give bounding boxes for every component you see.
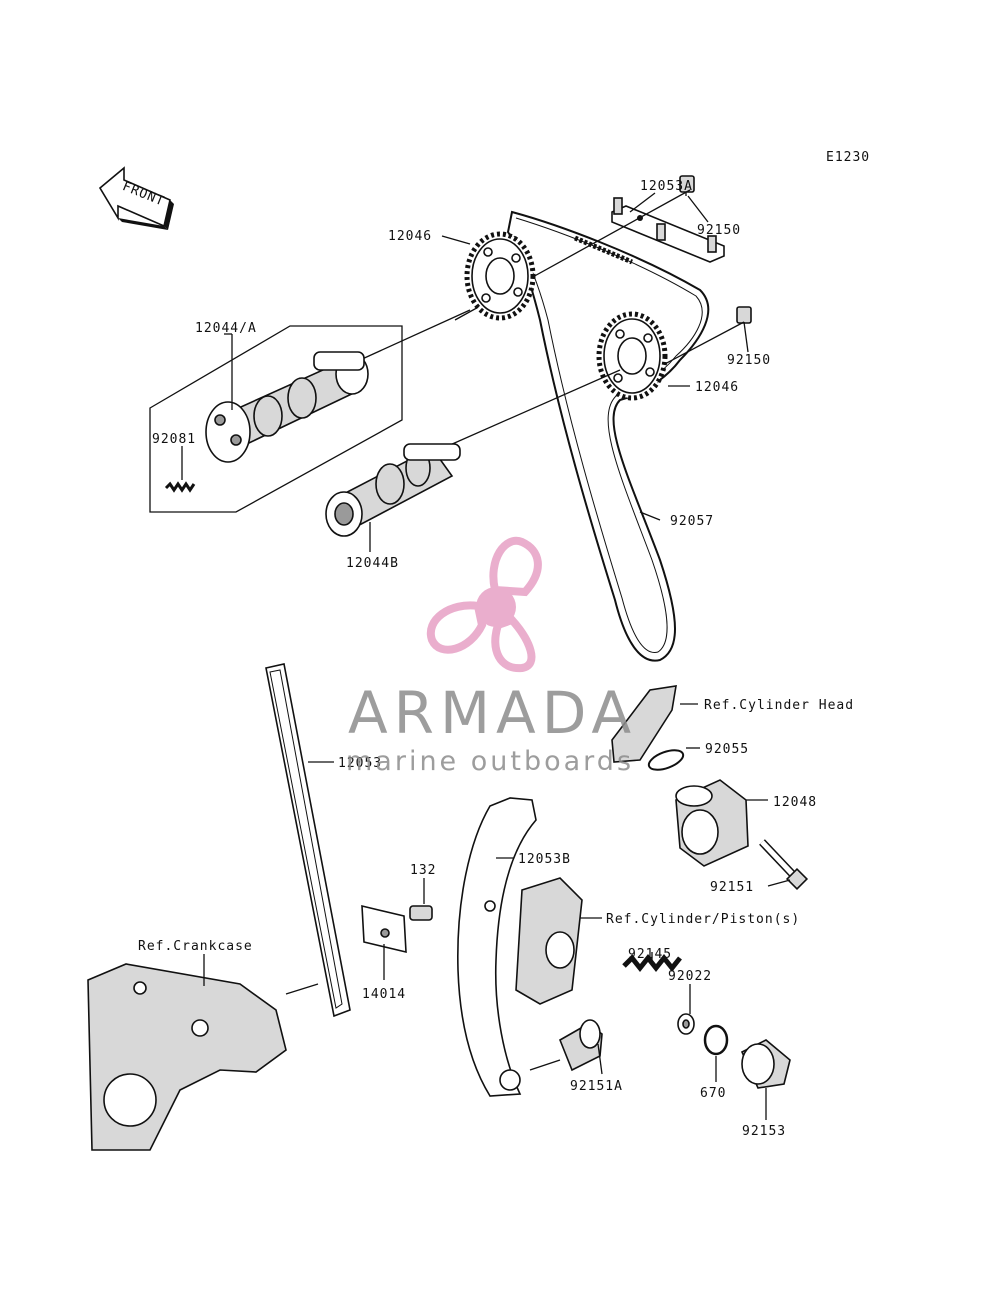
part-label-12046-top: 12046 bbox=[388, 229, 432, 244]
watermark-brand: ARMADA bbox=[348, 679, 637, 747]
bolt-132 bbox=[409, 905, 433, 921]
armada-logo-icon bbox=[426, 536, 542, 673]
part-label-670: 670 bbox=[700, 1086, 726, 1101]
camshaft-axis-line-b bbox=[449, 369, 621, 446]
tensioner-shoe-12053B bbox=[457, 797, 537, 1097]
camshaft-12044A bbox=[205, 351, 369, 463]
guide-plate-14014 bbox=[361, 904, 407, 954]
bolt-92150-mid bbox=[736, 306, 752, 324]
spring-92081 bbox=[164, 481, 196, 493]
part-label-92081: 92081 bbox=[152, 432, 196, 447]
spring-92145 bbox=[622, 953, 682, 973]
part-label-92022: 92022 bbox=[668, 969, 712, 984]
leader-lines bbox=[181, 192, 791, 1120]
pivot-bolt-92151A bbox=[558, 1019, 603, 1072]
o-ring-670 bbox=[703, 1024, 729, 1056]
part-label-92153: 92153 bbox=[742, 1124, 786, 1139]
chain-guide-12053 bbox=[265, 663, 351, 1018]
front-arrow-icon: FRONT bbox=[98, 166, 174, 230]
pivot-axis-line bbox=[529, 1059, 561, 1071]
plug-bolt-92153 bbox=[740, 1039, 791, 1089]
part-label-132: 132 bbox=[410, 863, 436, 878]
part-label-12046-lower: 12046 bbox=[695, 380, 739, 395]
cam-sprocket-12046-lower bbox=[596, 311, 668, 401]
washer-92022 bbox=[677, 1013, 695, 1035]
part-label-12053B: 12053B bbox=[518, 852, 571, 867]
part-label-12044A: 12044/A bbox=[195, 321, 257, 336]
camshaft-12044B bbox=[325, 443, 461, 537]
watermark-tagline: marine outboards bbox=[346, 746, 634, 777]
part-label-12053: 12053 bbox=[338, 756, 382, 771]
part-label-92145: 92145 bbox=[628, 947, 672, 962]
part-label-92151: 92151 bbox=[710, 880, 754, 895]
part-label-ref-cylinder-head: Ref.Cylinder Head bbox=[704, 698, 854, 713]
tensioner-assembly-12048 bbox=[675, 779, 749, 867]
part-label-92150-mid: 92150 bbox=[727, 353, 771, 368]
part-label-92055: 92055 bbox=[705, 742, 749, 757]
part-label-12044B: 12044B bbox=[346, 556, 399, 571]
part-label-92150-top: 92150 bbox=[697, 223, 741, 238]
o-ring-92055 bbox=[647, 749, 685, 771]
part-label-14014: 14014 bbox=[362, 987, 406, 1002]
part-label-92057: 92057 bbox=[670, 514, 714, 529]
crankcase-reference bbox=[87, 963, 287, 1151]
diagram-code: E1230 bbox=[826, 150, 870, 165]
part-label-92151A: 92151A bbox=[570, 1079, 623, 1094]
cam-chain-92057 bbox=[506, 210, 710, 662]
part-label-ref-crankcase: Ref.Crankcase bbox=[138, 939, 253, 954]
camshaft-group-frame bbox=[149, 325, 403, 513]
cam-sprocket-12046-top bbox=[464, 231, 536, 321]
part-label-12053A: 12053A bbox=[640, 179, 693, 194]
part-label-12048: 12048 bbox=[773, 795, 817, 810]
camshaft-axis-line-a bbox=[359, 309, 471, 361]
chain-guide-plate-12053A bbox=[611, 197, 725, 263]
part-label-ref-cylinder-piston: Ref.Cylinder/Piston(s) bbox=[606, 912, 800, 927]
bolt-92151 bbox=[759, 839, 809, 891]
cylinder-head-reference-bracket bbox=[611, 685, 677, 763]
cylinder-piston-reference-block bbox=[515, 877, 583, 1005]
